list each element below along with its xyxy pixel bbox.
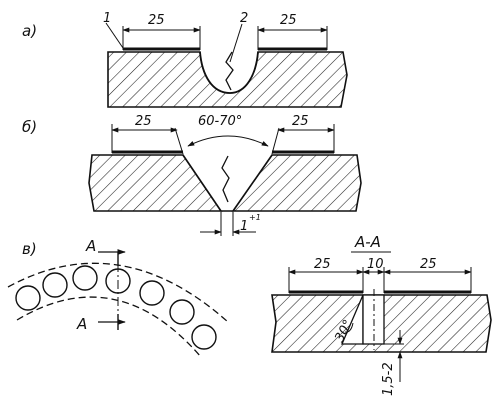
panel-a-callout-2-leader	[229, 23, 243, 63]
panel-a-callout-2-label: 2	[240, 11, 248, 26]
panel-a-callout-1-label: 1	[103, 11, 111, 26]
panel-c-dim-right-label: 25	[420, 257, 437, 272]
panel-a-label: а)	[22, 22, 37, 40]
panel-c-label: в)	[22, 240, 37, 258]
panel-c-hole	[15, 285, 41, 311]
panel-c-dim-left-label: 25	[314, 257, 331, 272]
panel-b-dim-right-label: 25	[292, 114, 309, 129]
panel-c-hole	[42, 272, 68, 298]
panel-c-ring-inner	[16, 296, 202, 358]
panel-c-depth-label: 1,5-2	[381, 362, 396, 396]
panel-c-hole	[72, 265, 98, 291]
panel-b-v-groove	[182, 154, 273, 212]
panel-a: а) 25 25 1 2	[22, 11, 348, 108]
panel-c-section-title: A-A	[354, 233, 381, 251]
panel-a-dim-right-label: 25	[280, 13, 297, 28]
panel-c-section-marker-top: A	[85, 237, 96, 255]
panel-b-angle-label: 60-70°	[198, 114, 242, 129]
panel-c-hole	[191, 324, 217, 350]
panel-c-hole	[169, 299, 195, 325]
panel-c: в) A A A-A 25 10 25 30°	[7, 233, 492, 396]
panel-b-gap-label: 1	[240, 219, 248, 234]
panel-b-ext-line	[271, 127, 280, 155]
panel-c-hole	[139, 280, 165, 306]
panel-c-section-marker-bottom: A	[76, 315, 87, 333]
panel-a-dim-left-label: 25	[148, 13, 165, 28]
panel-b-label: б)	[22, 118, 37, 136]
panel-a-groove-line	[199, 51, 259, 94]
panel-a-crack	[225, 51, 234, 91]
panel-b-angle-arc	[187, 135, 269, 147]
panel-b-dim-left-label: 25	[135, 114, 152, 129]
panel-c-dim-mid-label: 10	[367, 257, 384, 272]
panel-b-gap-tolerance: +1	[249, 213, 261, 222]
panel-b-crack	[221, 155, 230, 203]
panel-b-ext-line	[174, 127, 184, 155]
panel-a-callout-1-leader	[105, 22, 124, 49]
panel-b: б) 25 60-70° 25 1 +1	[22, 114, 362, 236]
panel-b-plate-left	[88, 154, 223, 212]
panel-c-holes	[15, 265, 217, 350]
panel-c-angle-arc	[344, 322, 354, 333]
panel-c-ring-outer	[7, 262, 229, 323]
